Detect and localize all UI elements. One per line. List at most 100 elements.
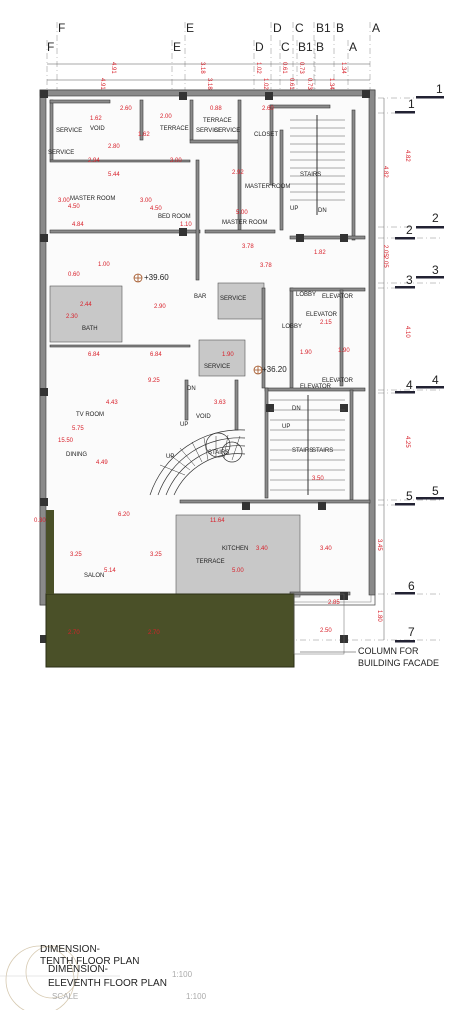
dim-d39: 3.40 xyxy=(256,546,268,552)
column-note-line1: COLUMN FOR xyxy=(358,646,419,656)
dim-d7: 2.80 xyxy=(108,144,120,150)
title-a-line2: TENTH FLOOR PLAN xyxy=(40,956,140,967)
grid-label-row-3-outer: 3 xyxy=(432,263,439,277)
room-label-stairs-1: STAIRS xyxy=(208,450,229,456)
grid-label-b1-lower: B1 xyxy=(298,40,313,54)
dim-d1: 2.60 xyxy=(120,106,132,112)
dim-d20: 3.78 xyxy=(260,263,272,269)
grid-label-row-2-inner: 2 xyxy=(406,223,413,237)
room-label-lobby-2: LOBBY xyxy=(282,324,302,330)
stair-direction-markers: DN UP DN UP UP DN UP xyxy=(166,206,327,460)
marker-up-1: UP xyxy=(290,206,298,212)
top-stairs xyxy=(290,115,345,215)
grid-label-row-2-outer: 2 xyxy=(432,211,439,225)
grid-label-row-1-inner: 1 xyxy=(408,97,415,111)
grid-label-d-lower: D xyxy=(255,40,264,54)
dim-d25: 2.30 xyxy=(66,314,78,320)
room-label-void-1: VOID xyxy=(90,126,105,132)
dim-d38: 5.14 xyxy=(104,568,116,574)
right-dim-2: 2.05 xyxy=(382,245,388,257)
level-markers: +39.60 +36.20 xyxy=(133,273,287,375)
room-label-kitchen: KITCHEN xyxy=(222,546,248,552)
marker-up-2: UP xyxy=(180,422,188,428)
dim-d12: 3.00 xyxy=(58,198,70,204)
grid-label-e-upper: E xyxy=(186,21,194,35)
dim-d16: 4.84 xyxy=(72,222,84,228)
dim-d35: 11.64 xyxy=(210,518,225,524)
top-dim-lower-2: 3.18 xyxy=(206,78,212,90)
scale-label: SCALE xyxy=(52,992,79,1001)
room-labels: SERVICE VOID SERVICE TERRACE TERRACE SER… xyxy=(48,118,354,579)
grid-label-b1-upper: B1 xyxy=(316,21,331,35)
dim-d5: 2.60 xyxy=(262,106,274,112)
room-label-void-2: VOID xyxy=(196,414,211,420)
dim-d23: 1.00 xyxy=(98,262,110,268)
level-label-1: +39.60 xyxy=(144,273,169,282)
grid-label-e-lower: E xyxy=(173,40,181,54)
dim-d26: 2.90 xyxy=(154,304,166,310)
grid-label-row-6: 6 xyxy=(408,579,415,593)
top-dim-upper-5: 0.73 xyxy=(298,62,304,74)
grid-label-b-upper: B xyxy=(336,21,344,35)
room-label-dining: DINING xyxy=(66,452,87,458)
dim-d49: 3.50 xyxy=(312,476,324,482)
grid-label-row-5-outer: 5 xyxy=(432,484,439,498)
grid-label-b-lower: B xyxy=(316,40,324,54)
right-dim-2b: 2.05 xyxy=(382,256,388,268)
spiral-stair xyxy=(149,429,246,496)
dim-d36: 3.25 xyxy=(70,552,82,558)
dim-d33: 4.49 xyxy=(96,460,108,466)
dim-d27: 6.84 xyxy=(88,352,100,358)
room-label-tv-room: TV ROOM xyxy=(76,412,104,418)
dim-d13: 4.50 xyxy=(68,204,80,210)
dim-d21: 1.82 xyxy=(314,250,326,256)
dim-d3: 2.00 xyxy=(160,114,172,120)
room-label-terrace-top2: TERRACE xyxy=(203,118,232,124)
level-label-2: +36.20 xyxy=(262,365,287,374)
room-label-elevator-2: ELEVATOR xyxy=(306,312,338,318)
top-dim-lower-6: 1.34 xyxy=(328,78,334,90)
dim-d50: 1.90 xyxy=(338,348,350,354)
dim-d17: 5.00 xyxy=(236,210,248,216)
room-label-elevator-1: ELEVATOR xyxy=(322,294,354,300)
room-label-bed-room: BED ROOM xyxy=(158,214,191,220)
room-label-service-mid: SERVICE xyxy=(220,296,246,302)
marker-dn-2: DN xyxy=(187,386,196,392)
grid-label-d-upper: D xyxy=(273,21,282,35)
dim-d19: 3.78 xyxy=(242,244,254,250)
room-label-service-2: SERVICE xyxy=(48,150,74,156)
marker-dn-1: DN xyxy=(318,208,327,214)
top-dimension-chain: 4.91 3.18 1.02 0.61 0.73 1.34 4.91 3.18 … xyxy=(47,62,370,90)
top-dim-upper-6: 1.34 xyxy=(340,62,346,74)
dim-d9: 3.00 xyxy=(170,158,182,164)
marker-up-3: UP xyxy=(166,454,174,460)
scale-value-b: 1:100 xyxy=(186,992,207,1001)
dim-d10: 5.44 xyxy=(108,172,120,178)
inner-dimensions: 2.60 1.62 2.00 1.62 2.60 0.88 2.80 2.94 … xyxy=(34,106,350,636)
dim-d51: 2.85 xyxy=(328,600,340,606)
top-dim-lower-5: 0.73 xyxy=(306,78,312,90)
top-dim-upper-4: 0.61 xyxy=(281,62,287,74)
room-label-service-low: SERVICE xyxy=(204,364,230,370)
balcony xyxy=(45,510,345,668)
dim-d6: 0.88 xyxy=(210,106,222,112)
room-label-terrace-top: TERRACE xyxy=(160,126,189,132)
shaded-rooms xyxy=(49,282,301,598)
dim-d31: 5.75 xyxy=(72,426,84,432)
top-dim-upper-1: 4.91 xyxy=(110,62,116,74)
room-label-elevator-4: ELEVATOR xyxy=(300,384,332,390)
room-label-master-room-2: MASTER ROOM xyxy=(70,196,115,202)
dim-d44: 2.50 xyxy=(320,628,332,634)
dim-d52: 1.90 xyxy=(300,350,312,356)
dim-d47: 1.90 xyxy=(222,352,234,358)
marker-up-4: UP xyxy=(282,424,290,430)
scale-value-a: 1:100 xyxy=(172,970,193,979)
dim-d42: 2.70 xyxy=(68,630,80,636)
right-dim-4: 4.25 xyxy=(404,436,410,448)
grid-label-row-1-outer: 1 xyxy=(436,82,443,96)
grid-label-f-lower: F xyxy=(47,40,54,54)
dim-d8: 2.94 xyxy=(88,158,100,164)
room-label-stairs-top: STAIRS xyxy=(300,172,321,178)
right-grid-markers: 1 1 2 2 3 3 4 4 5 5 6 7 xyxy=(395,82,444,643)
